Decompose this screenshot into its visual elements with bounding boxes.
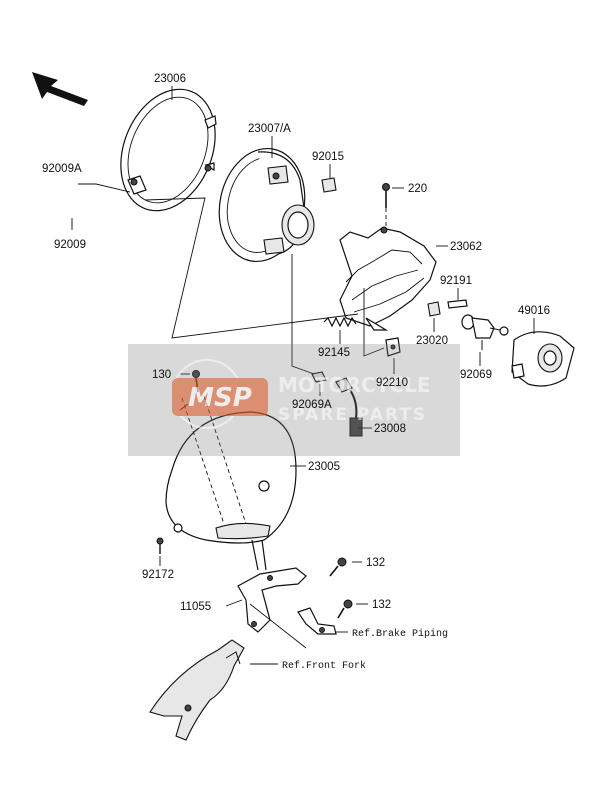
screw-92172 bbox=[156, 537, 164, 554]
label-92172: 92172 bbox=[142, 569, 174, 581]
label-92009: 92009 bbox=[54, 239, 86, 251]
label-23007a: 23007/A bbox=[248, 123, 291, 135]
label-220: 220 bbox=[408, 183, 427, 195]
label-ref-front-fork: Ref.Front Fork bbox=[282, 660, 366, 672]
label-92069a: 92069A bbox=[292, 399, 332, 411]
watermark-line2: SPARE PARTS bbox=[278, 405, 427, 425]
brake-piping-clamp bbox=[297, 607, 337, 635]
front-fork-fragment bbox=[149, 639, 245, 741]
label-23005: 23005 bbox=[308, 461, 340, 473]
cap-49016 bbox=[511, 331, 575, 387]
label-92015: 92015 bbox=[312, 151, 344, 163]
spring-92145 bbox=[323, 316, 357, 328]
label-92191: 92191 bbox=[440, 275, 472, 287]
nut-92015 bbox=[321, 177, 337, 193]
label-ref-brake-piping: Ref.Brake Piping bbox=[352, 628, 448, 640]
watermark-line1: MOTORCYCLE bbox=[278, 373, 430, 397]
label-23020: 23020 bbox=[416, 335, 448, 347]
part-labels: 23006 23007/A 92015 220 92009A 92009 230… bbox=[42, 73, 550, 672]
label-132-upper: 132 bbox=[366, 557, 385, 569]
headlight-unit-23007a bbox=[218, 147, 315, 263]
label-92069: 92069 bbox=[460, 369, 492, 381]
watermark-logo: MSP MOTORCYCLE SPARE PARTS bbox=[172, 359, 430, 429]
socket-wire-23008 bbox=[335, 377, 363, 437]
label-92145: 92145 bbox=[318, 347, 350, 359]
label-23006: 23006 bbox=[154, 73, 186, 85]
front-direction-arrow-icon bbox=[32, 72, 88, 106]
bulb-92069 bbox=[461, 314, 509, 350]
label-49016: 49016 bbox=[518, 305, 550, 317]
bulb-92069a bbox=[311, 371, 327, 383]
headlight-housing-23005 bbox=[165, 395, 297, 544]
label-leaders bbox=[71, 86, 535, 665]
label-132-lower: 132 bbox=[372, 599, 391, 611]
msp-badge-text: MSP bbox=[188, 383, 252, 413]
bolt-132-lower bbox=[337, 599, 353, 619]
label-23062: 23062 bbox=[450, 241, 482, 253]
bolt-132-upper bbox=[329, 557, 347, 577]
screw-220 bbox=[382, 183, 390, 226]
label-92210: 92210 bbox=[376, 377, 408, 389]
msp-badge bbox=[172, 378, 268, 416]
label-130: 130 bbox=[152, 369, 171, 381]
label-23008: 23008 bbox=[374, 423, 406, 435]
clip-92210 bbox=[385, 337, 401, 357]
bracket-11055 bbox=[237, 539, 307, 633]
headlight-rim-23006 bbox=[120, 88, 217, 212]
label-92009a: 92009A bbox=[42, 163, 82, 175]
socket-23020 bbox=[427, 301, 441, 317]
label-11055: 11055 bbox=[180, 601, 211, 613]
assembly-guide-lines bbox=[144, 197, 385, 375]
pin-92191 bbox=[447, 299, 468, 309]
